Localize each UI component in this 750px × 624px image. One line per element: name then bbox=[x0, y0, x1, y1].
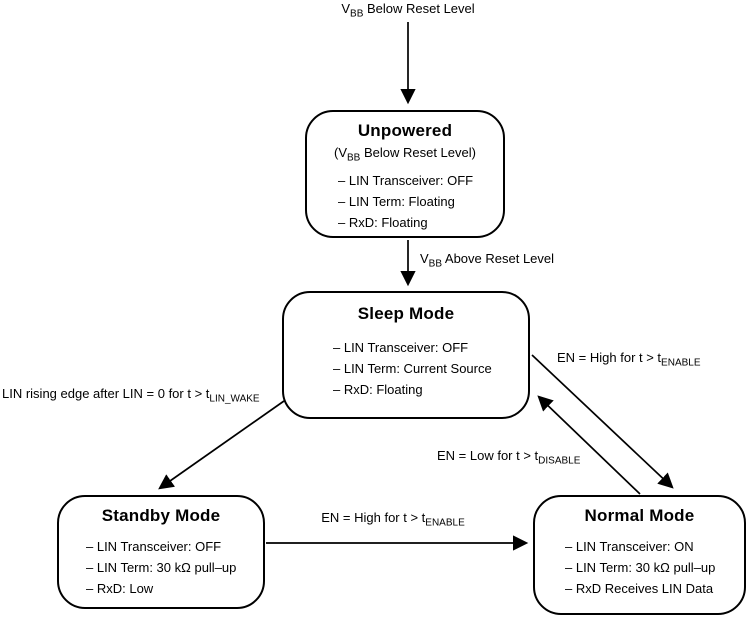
state-property: – RxD Receives LIN Data bbox=[565, 581, 714, 596]
state-property: – LIN Transceiver: OFF bbox=[333, 340, 469, 355]
label-subscript: ENABLE bbox=[661, 357, 701, 369]
transition-label-lin-wake: LIN rising edge after LIN = 0 for t > tL… bbox=[2, 386, 260, 404]
state-property: – RxD: Low bbox=[86, 581, 154, 596]
state-standby-mode: Standby Mode – LIN Transceiver: OFF – LI… bbox=[57, 495, 265, 609]
state-normal-mode: Normal Mode – LIN Transceiver: ON – LIN … bbox=[533, 495, 746, 615]
label-text: (V bbox=[334, 145, 348, 160]
state-property: – RxD: Floating bbox=[338, 215, 428, 230]
label-text: Above Reset Level bbox=[442, 251, 555, 266]
label-text: LIN rising edge after LIN = 0 for t > t bbox=[2, 386, 210, 401]
label-subscript: DISABLE bbox=[538, 455, 581, 467]
state-title: Standby Mode bbox=[101, 506, 221, 525]
state-properties: – LIN Transceiver: OFF – LIN Term: Curre… bbox=[284, 337, 528, 400]
label-subscript: LIN_WAKE bbox=[209, 393, 260, 405]
state-property: – LIN Transceiver: ON bbox=[565, 539, 694, 554]
transition-label-en-high-sleep-normal: EN = High for t > tENABLE bbox=[557, 350, 701, 368]
transition-label-vbb-above-reset: VBB Above Reset Level bbox=[420, 251, 555, 269]
state-subtitle: (VBB Below Reset Level) bbox=[307, 145, 503, 163]
label-text: V bbox=[341, 1, 351, 16]
state-properties: – LIN Transceiver: ON – LIN Term: 30 kΩ … bbox=[535, 536, 744, 599]
label-text: Below Reset Level) bbox=[360, 145, 476, 160]
state-sleep-mode: Sleep Mode – LIN Transceiver: OFF – LIN … bbox=[282, 291, 530, 419]
transition-label-en-low-normal-sleep: EN = Low for t > tDISABLE bbox=[437, 448, 580, 466]
state-title: Sleep Mode bbox=[357, 304, 455, 323]
arrow-sleep-to-standby bbox=[158, 400, 285, 490]
label-text: EN = Low for t > t bbox=[437, 448, 539, 463]
state-title: Normal Mode bbox=[584, 506, 695, 525]
label-text: Below Reset Level bbox=[363, 1, 475, 16]
state-property: – RxD: Floating bbox=[333, 382, 423, 397]
label-text: EN = High for t > t bbox=[557, 350, 662, 365]
state-property: – LIN Term: 30 kΩ pull–up bbox=[565, 560, 716, 575]
state-title: Unpowered bbox=[357, 121, 453, 140]
state-property: – LIN Transceiver: OFF bbox=[338, 173, 474, 188]
label-subscript: ENABLE bbox=[425, 517, 465, 529]
state-property: – LIN Term: 30 kΩ pull–up bbox=[86, 560, 237, 575]
state-unpowered: Unpowered (VBB Below Reset Level) – LIN … bbox=[305, 110, 505, 238]
transition-label-vbb-below-reset: VBB Below Reset Level bbox=[341, 1, 475, 19]
state-properties: – LIN Transceiver: OFF – LIN Term: Float… bbox=[307, 170, 503, 233]
transition-label-en-high-standby-normal: EN = High for t > tENABLE bbox=[321, 510, 465, 528]
label-text: EN = High for t > t bbox=[321, 510, 426, 525]
label-subscript: BB bbox=[350, 8, 364, 20]
label-subscript: BB bbox=[428, 258, 443, 270]
arrow-sleep-to-normal bbox=[531, 354, 674, 489]
label-subscript: BB bbox=[347, 152, 361, 164]
state-property: – LIN Term: Current Source bbox=[333, 361, 492, 376]
label-text: V bbox=[420, 251, 429, 266]
state-property: – LIN Transceiver: OFF bbox=[86, 539, 222, 554]
state-property: – LIN Term: Floating bbox=[338, 194, 455, 209]
arrow-normal-to-sleep bbox=[537, 395, 641, 495]
state-properties: – LIN Transceiver: OFF – LIN Term: 30 kΩ… bbox=[59, 536, 263, 599]
